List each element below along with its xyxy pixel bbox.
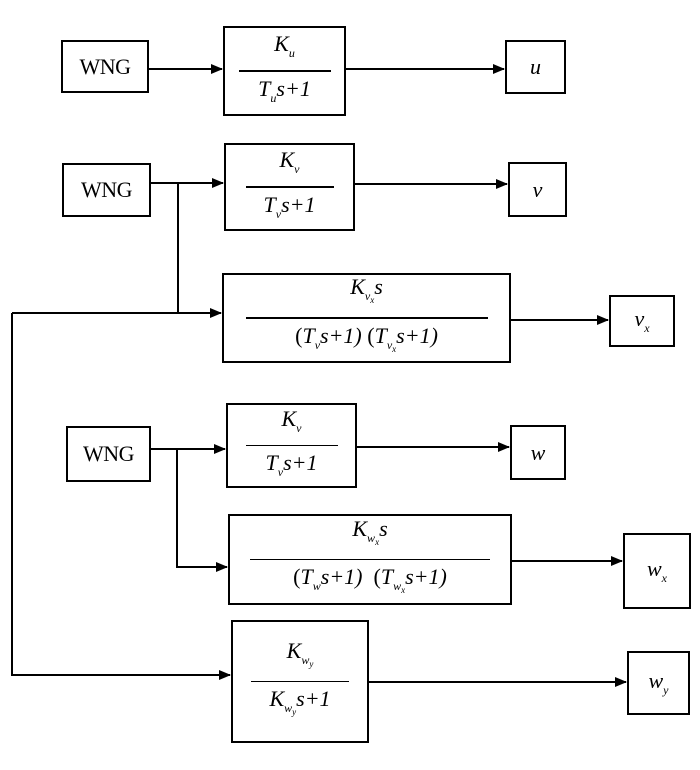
numerator: Kv [279, 147, 300, 177]
output-label: wx [646, 556, 667, 585]
fraction: Kvxs (Tvs+1) (Tvxs+1) [245, 274, 488, 362]
wng-source-1: WNG [61, 40, 149, 93]
tf-block-wy: Kwy Kwys+1 [231, 620, 369, 743]
fraction: Kv Tvs+1 [245, 405, 338, 486]
wire-wng3-branch-to-tf-wx [176, 449, 228, 572]
tf-block-wx: Kwxs (Tws+1) (Twxs+1) [228, 514, 512, 605]
wng-label: WNG [82, 441, 135, 466]
output-wx: wx [623, 533, 691, 609]
fraction-bar [245, 444, 338, 447]
fraction-bar [238, 70, 331, 72]
wng-source-2: WNG [62, 163, 151, 217]
numerator: Ku [274, 31, 295, 61]
tf-block-vx: Kvxs (Tvs+1) (Tvxs+1) [222, 273, 511, 363]
wire-left-feeder-to-tf-wy [11, 313, 231, 680]
fraction: Kwy Kwys+1 [251, 638, 349, 726]
fraction-bar [245, 186, 334, 188]
output-label: vx [634, 306, 650, 335]
tf-block-w: Kv Tvs+1 [226, 403, 357, 488]
wng-source-3: WNG [66, 426, 151, 482]
output-wy: wy [627, 651, 690, 715]
output-w: w [510, 425, 566, 480]
numerator: Kvxs [350, 274, 383, 306]
tf-block-u: Ku Tus+1 [223, 26, 346, 116]
output-label: wy [648, 668, 669, 697]
output-label: u [530, 54, 541, 79]
fraction: Kwxs (Tws+1) (Twxs+1) [250, 516, 490, 604]
tf-block-v: Kv Tvs+1 [224, 143, 355, 231]
numerator: Kwy [286, 637, 314, 669]
denominator: Tvs+1 [263, 191, 316, 221]
output-u: u [505, 40, 566, 94]
numerator: Kwxs [352, 515, 388, 547]
wng-label: WNG [80, 177, 133, 202]
output-label: v [532, 176, 543, 202]
fraction: Ku Tus+1 [238, 31, 331, 111]
denominator: Kwys+1 [269, 686, 331, 718]
numerator: Kv [281, 405, 302, 435]
fraction-bar [250, 558, 490, 561]
fraction-bar [245, 317, 488, 319]
fraction: Kv Tvs+1 [245, 147, 334, 227]
denominator: (Tws+1) (Twxs+1) [293, 564, 447, 596]
denominator: (Tvs+1) (Tvxs+1) [295, 322, 438, 354]
fraction-bar [251, 680, 349, 683]
denominator: Tvs+1 [265, 450, 318, 480]
output-label: w [530, 439, 546, 465]
output-vx: vx [609, 295, 675, 347]
wng-label: WNG [79, 53, 131, 79]
output-v: v [508, 162, 567, 217]
denominator: Tus+1 [258, 75, 311, 105]
